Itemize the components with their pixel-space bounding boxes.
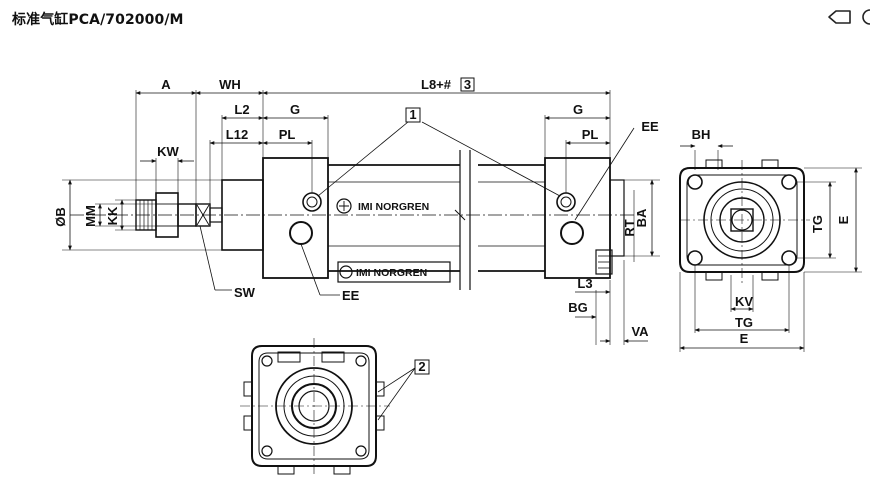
front-end-cap [262,157,329,279]
dim-e-horizontal: E [740,331,749,346]
dim-kv: KV [735,294,753,309]
circle-partial-icon[interactable] [862,9,871,25]
rear-boss [609,179,625,257]
side-view [62,90,660,345]
dim-mm: MM [83,205,98,227]
dim-ee-bottom: EE [342,288,360,303]
toolbar [826,6,876,28]
barrel-left [328,164,460,272]
dim-bg: BG [568,300,588,315]
dim-ee-top: EE [641,119,659,134]
brand-logo-bottom [337,261,451,283]
dim-a: A [161,77,171,92]
dim-bh: BH [692,127,711,142]
dim-pl-left: PL [279,127,296,142]
dim-kk: KK [105,206,120,225]
dim-g-right: G [573,102,583,117]
cushion-screw-rear [560,221,584,245]
callout-2-label: 2 [418,359,425,374]
brand-text-top: IMI NORGREN [358,201,429,213]
dim-ba: BA [634,208,649,227]
dim-g-left: G [290,102,300,117]
rear-cushion-screw [595,249,613,275]
page-title: 标准气缸PCA/702000/M [12,12,184,28]
end-view-front [679,144,862,352]
brand-logo-top [336,198,352,214]
cushion-screw-front [289,221,313,245]
technical-drawing: 1 2 A WH L8+# 3 L2 G G L12 PL PL KW EE B… [53,77,862,476]
dim-sw: SW [234,285,256,300]
dim-kw: KW [157,144,179,159]
dim-ob: ØB [53,207,68,227]
rear-end-cap [544,157,611,279]
callout-1-label: 1 [409,107,416,122]
tag-outline-icon[interactable] [828,10,851,24]
dim-l12: L12 [226,127,248,142]
brand-text-bottom: IMI NORGREN [356,267,427,279]
l8-note-label: 3 [464,77,471,92]
barrel-right [478,164,545,272]
dim-e-vertical: E [836,215,851,224]
dim-tg-vertical: TG [810,215,825,233]
dim-wh: WH [219,77,241,92]
page-header: 标准气缸PCA/702000/M [0,0,876,36]
dim-pl-right: PL [582,127,599,142]
l8-note-box [460,77,475,92]
dim-tg-horizontal: TG [735,315,753,330]
end-view-rear [240,338,416,476]
break-lines [459,150,471,290]
callout-1: 1 [405,107,421,123]
dim-l8: L8+# [421,77,452,92]
dim-l2: L2 [234,102,249,117]
dim-rt: RT [622,219,637,236]
callout-2: 2 [414,359,430,375]
dim-l3: L3 [577,276,592,291]
toolbar-icons-svg [828,9,871,25]
dim-va: VA [631,324,649,339]
dimension-labels: A WH L8+# 3 L2 G G L12 PL PL KW EE BH ØB… [53,77,851,346]
